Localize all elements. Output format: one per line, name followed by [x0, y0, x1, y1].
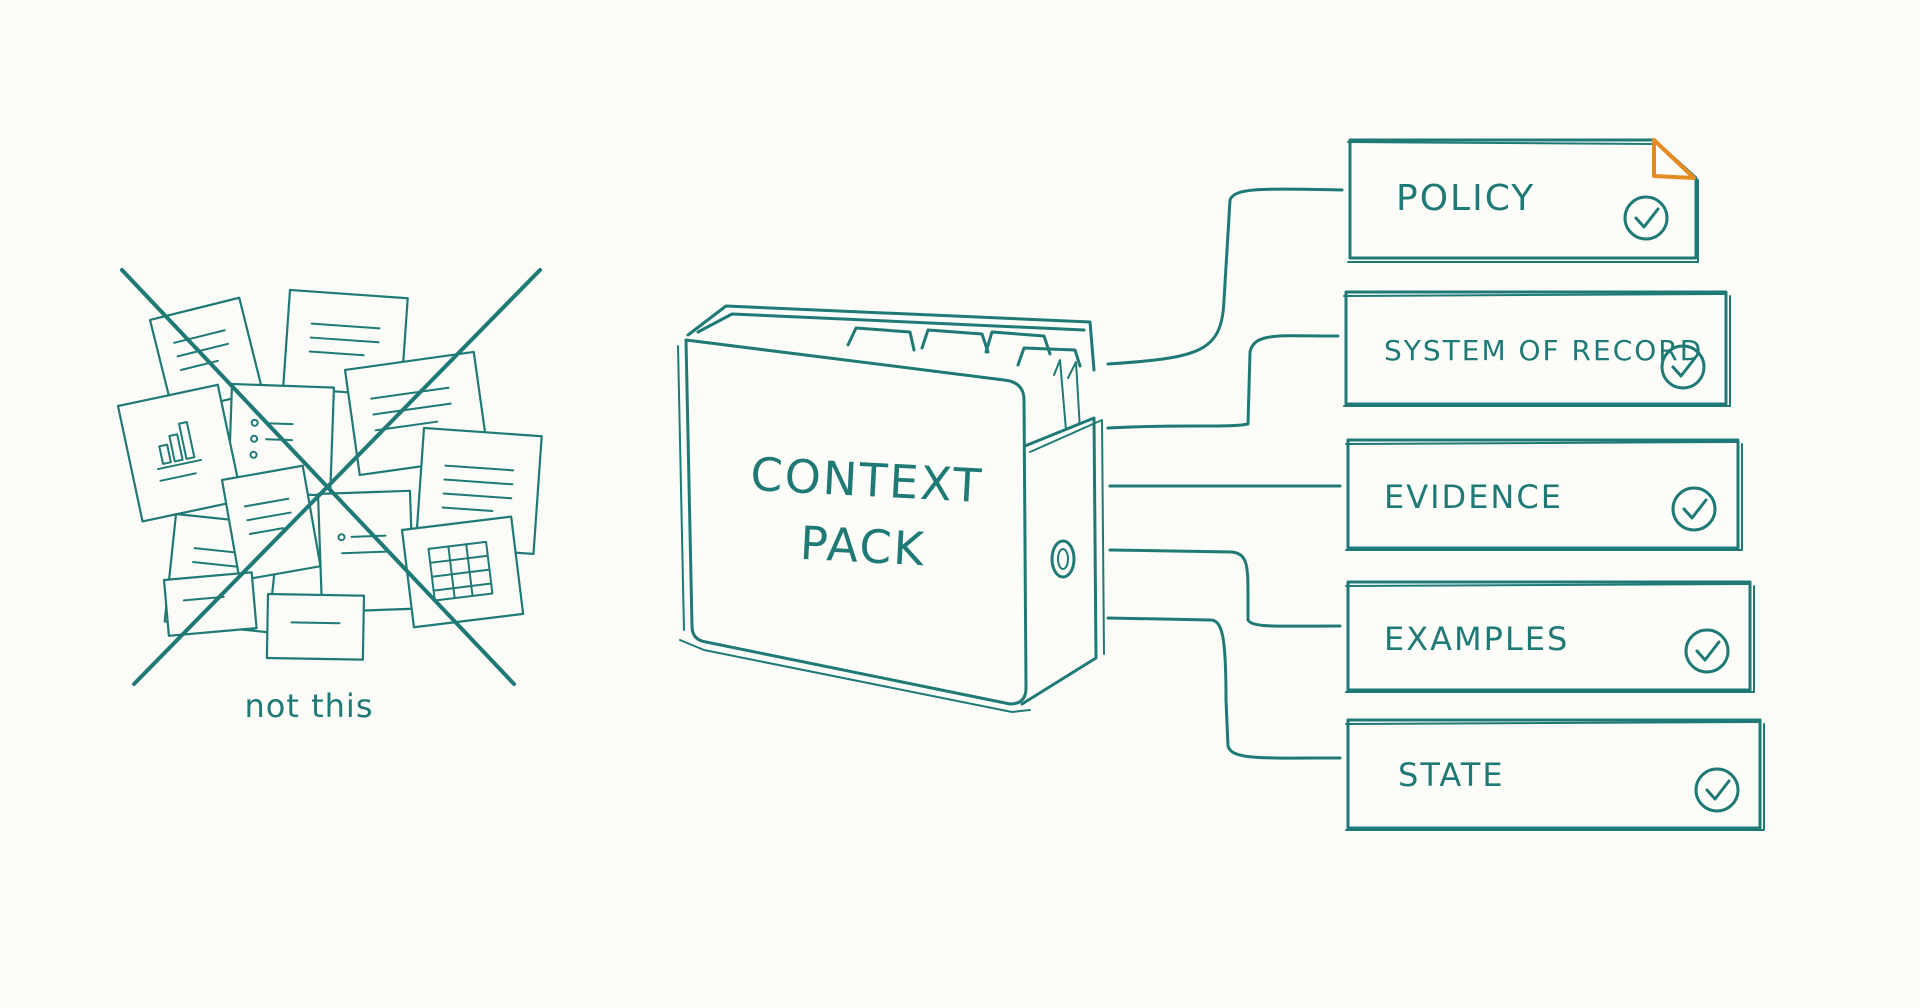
item-label-system-of-record: SYSTEM OF RECORD [1384, 334, 1703, 367]
item-label-state: STATE [1398, 756, 1505, 794]
item-state: STATE [1345, 718, 1765, 831]
connector-line [1106, 334, 1340, 430]
connector-line [1106, 187, 1344, 366]
left-caption: not this [245, 687, 374, 725]
item-evidence: EVIDENCE [1345, 438, 1743, 551]
document-sheet [265, 592, 366, 661]
check-circle-icon [1671, 486, 1717, 532]
context-pack-label-line2: PACK [799, 516, 927, 577]
document-sheet [220, 464, 322, 582]
check-circle-icon [1623, 195, 1669, 241]
check-circle-icon [1694, 767, 1740, 813]
check-circle-icon [1660, 344, 1706, 390]
connectors [1106, 187, 1344, 760]
item-policy: POLICY [1347, 138, 1699, 263]
document-pile: not this [116, 268, 543, 725]
item-examples: EXAMPLES [1345, 580, 1755, 693]
connector-line [1106, 616, 1342, 760]
context-pack-label-line1: CONTEXT [749, 447, 984, 513]
connector-line [1108, 548, 1342, 628]
check-circle-icon [1684, 628, 1730, 674]
item-label-policy: POLICY [1396, 178, 1535, 219]
document-sheet [116, 383, 244, 523]
context-pack-box: CONTEXT PACK [677, 304, 1105, 713]
item-label-examples: EXAMPLES [1384, 620, 1569, 658]
cross-out-line [120, 268, 516, 686]
item-label-evidence: EVIDENCE [1384, 478, 1563, 516]
document-sheet [316, 489, 416, 614]
box-handle-icon [1050, 539, 1076, 579]
cross-out-line [132, 268, 542, 686]
item-system-of-record: SYSTEM OF RECORD [1343, 290, 1731, 407]
document-sheet [400, 515, 525, 629]
folded-corner-icon [1652, 138, 1696, 180]
